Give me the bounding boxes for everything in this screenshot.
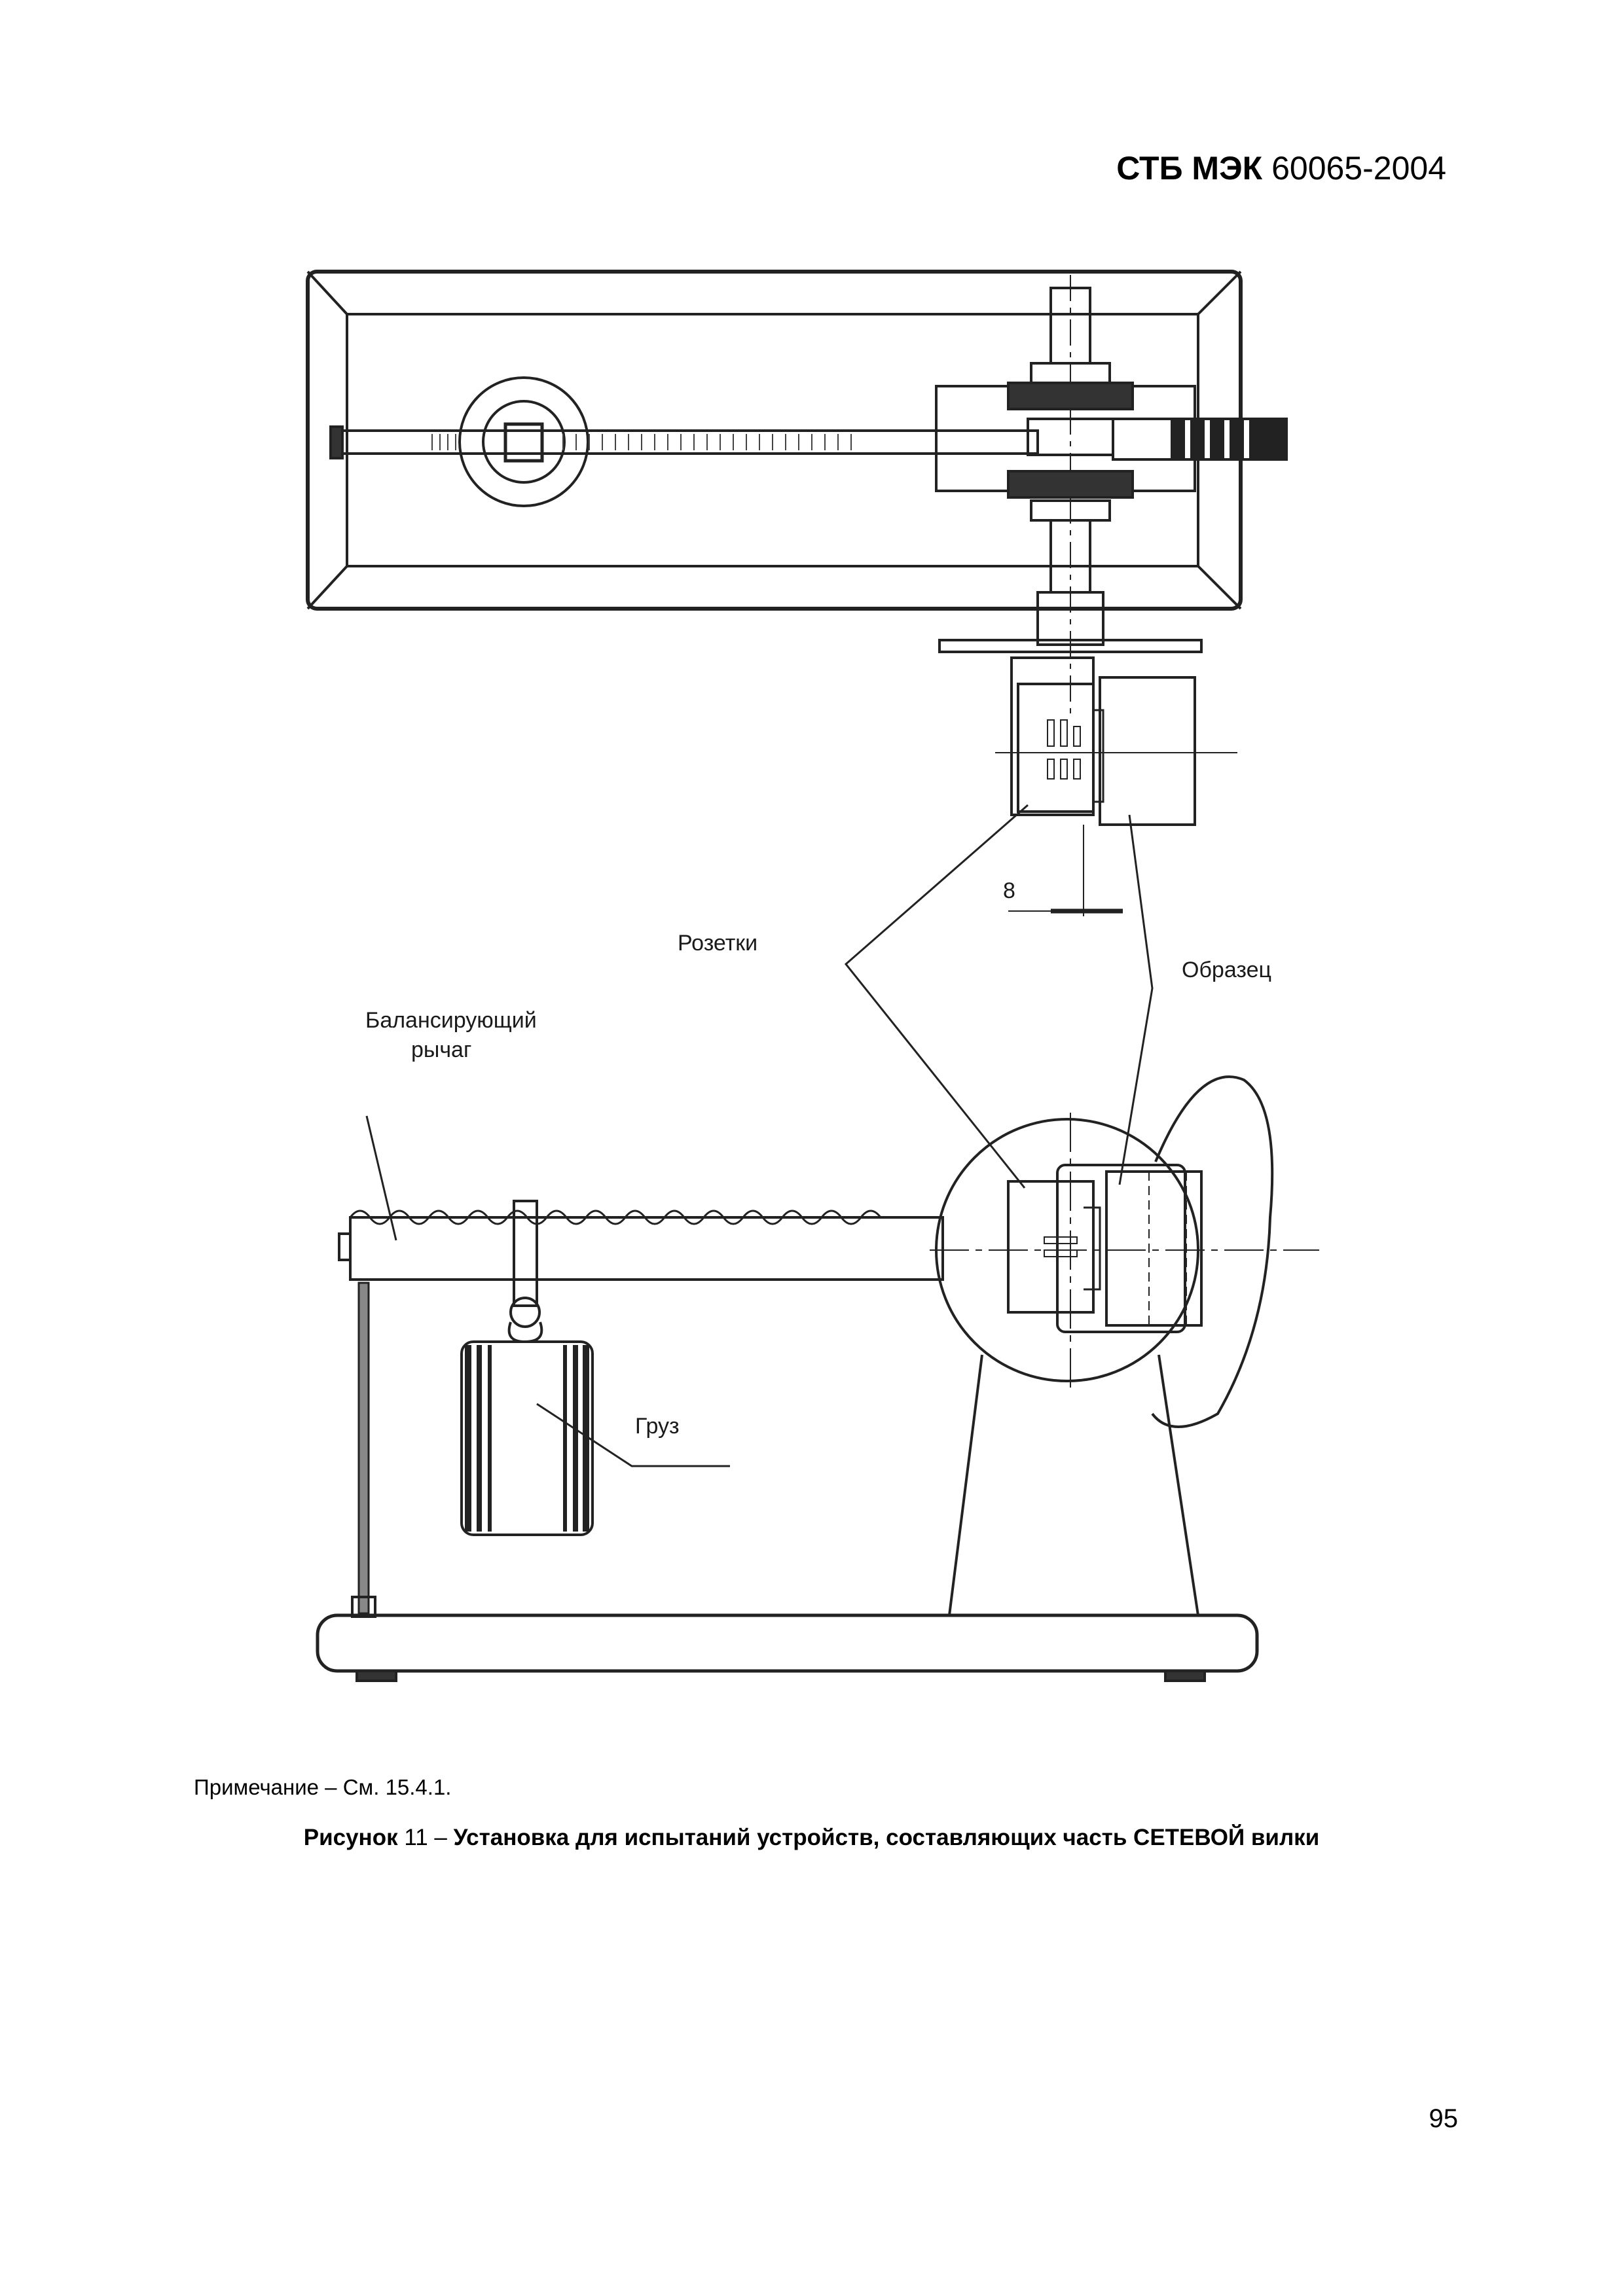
- pivot-disc: [458, 376, 589, 507]
- standard-designation: СТБ МЭК: [1116, 150, 1263, 187]
- side-socket: [1007, 1180, 1095, 1314]
- caption-title: Установка для испытаний устройств, соста…: [453, 1825, 1320, 1850]
- side-view: [316, 1075, 1319, 1682]
- upper-socket-assembly: [995, 656, 1237, 916]
- standard-number: 60065-2004: [1271, 150, 1446, 187]
- base-plate: [316, 1613, 1259, 1673]
- label-weight: Груз: [635, 1414, 680, 1439]
- weight-hanger: [513, 1200, 538, 1307]
- pivot-lobe: [1151, 1075, 1274, 1428]
- lever-teeth: [349, 1210, 943, 1225]
- figure-note: Примечание – См. 15.4.1.: [194, 1775, 451, 1800]
- upper-sample: [1099, 676, 1196, 826]
- balancing-lever: [349, 1216, 944, 1281]
- sockets-leader-a: [844, 804, 1029, 1189]
- label-lever-line1: Балансирующий: [365, 1008, 537, 1033]
- side-sample: [1105, 1170, 1203, 1327]
- page-number: 95: [1429, 2104, 1459, 2133]
- weight: [460, 1340, 594, 1536]
- label-dimension: 8: [1003, 878, 1015, 903]
- label-sample: Образец: [1182, 958, 1271, 982]
- caption-number: 11 –: [404, 1825, 447, 1850]
- note-label: Примечание – См.: [194, 1775, 380, 1799]
- caption-prefix: Рисунок: [303, 1825, 398, 1850]
- figure-caption: Рисунок 11 – Установка для испытаний уст…: [0, 1825, 1623, 1851]
- top-view: [306, 270, 1288, 713]
- label-sockets: Розетки: [678, 931, 757, 956]
- top-lever-bar: [329, 429, 1039, 455]
- page-header: СТБ МЭК 60065-2004: [1116, 149, 1446, 187]
- lever-leader: [365, 1115, 397, 1241]
- weight-leader: [536, 1403, 730, 1467]
- sample-leader: [1118, 814, 1154, 1185]
- note-reference: 15.4.1.: [385, 1775, 452, 1799]
- upper-socket: [1010, 656, 1095, 816]
- label-lever-line2: рычаг: [411, 1037, 471, 1062]
